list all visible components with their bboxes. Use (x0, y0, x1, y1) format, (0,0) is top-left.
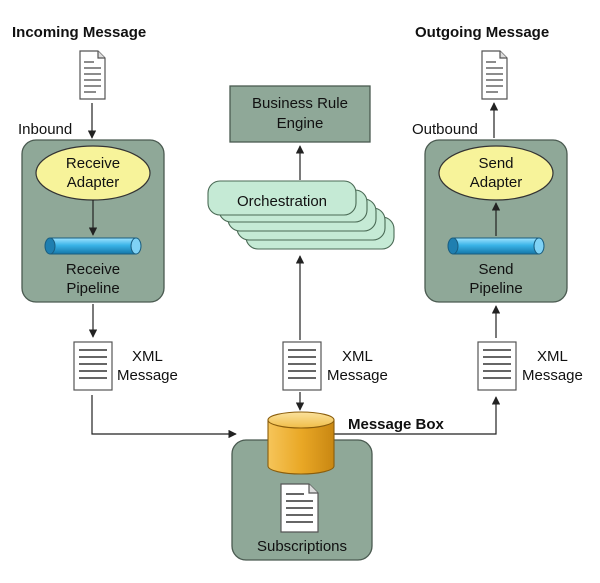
outgoing-message-title: Outgoing Message (415, 24, 549, 41)
message-box-database-icon (267, 411, 335, 475)
send-container: Send Adapter Send Pipeline (424, 139, 568, 303)
right-xml-label-1: XML (537, 348, 568, 365)
left-xml-to-message-box-arrow (91, 395, 237, 439)
center-xml-label-2: Message (327, 367, 388, 384)
message-box-to-right-xml-arrow (334, 396, 501, 435)
right-xml-document-icon (477, 341, 517, 391)
center-xml-document-icon (282, 341, 322, 391)
business-rule-engine-label-1: Business Rule (252, 95, 348, 112)
receive-pipeline-label-1: Receive (66, 261, 120, 278)
send-adapter (438, 145, 554, 201)
inbound-label: Inbound (18, 121, 72, 138)
left-xml-label-2: Message (117, 367, 178, 384)
incoming-message-title: Incoming Message (12, 24, 146, 41)
incoming-document-icon (79, 50, 106, 100)
receive-pipeline-label-2: Pipeline (66, 280, 119, 297)
left-xml-document-icon (73, 341, 113, 391)
send-pipeline-pipe (447, 237, 545, 255)
outbound-label: Outbound (412, 121, 478, 138)
receive-adapter-label-2: Adapter (67, 174, 120, 191)
receive-pipeline-pipe (44, 237, 142, 255)
send-adapter-label-1: Send (478, 155, 513, 172)
right-xml-label-2: Message (522, 367, 583, 384)
center-xml-label-1: XML (342, 348, 373, 365)
subscriptions-document-icon (280, 483, 319, 533)
left-xml-label-1: XML (132, 348, 163, 365)
send-adapter-label-2: Adapter (470, 174, 523, 191)
orchestration-stack: Orchestration (207, 180, 395, 250)
outgoing-document-icon (481, 50, 508, 100)
receive-container: Receive Adapter Receive Pipeline (21, 139, 165, 303)
orchestration-label: Orchestration (237, 193, 327, 210)
subscriptions-label: Subscriptions (257, 538, 347, 555)
message-box-label: Message Box (348, 416, 445, 433)
send-pipeline-label-2: Pipeline (469, 280, 522, 297)
business-rule-engine: Business Rule Engine (229, 85, 371, 143)
send-pipeline-label-1: Send (478, 261, 513, 278)
business-rule-engine-label-2: Engine (277, 115, 324, 132)
receive-adapter-label-1: Receive (66, 155, 120, 172)
